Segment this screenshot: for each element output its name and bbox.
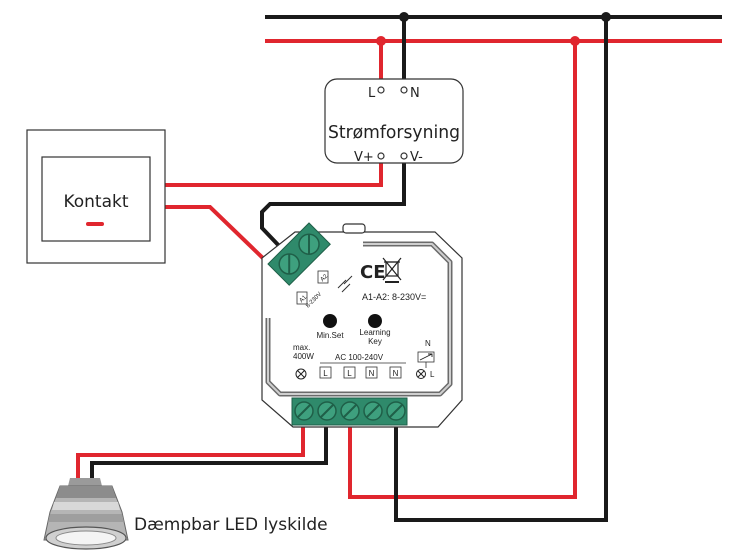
- ac-range-label: AC 100-240V: [335, 353, 384, 362]
- learning-key-label-1: Learning: [359, 328, 390, 337]
- terminal-l2-label: L: [347, 369, 352, 378]
- wire-lamp-neutral: [90, 425, 328, 478]
- lamp-symbol-icon: [295, 368, 307, 380]
- wall-switch: Kontakt: [26, 129, 166, 264]
- terminal-a1-label: A1: [299, 294, 309, 304]
- dimmer-inner-frame-light: [267, 243, 451, 395]
- dimmer-housing: [261, 231, 463, 428]
- wire-neutral-to-dimmer: [394, 17, 608, 522]
- switch-indicator: [86, 222, 104, 226]
- ce-mark: CE: [360, 262, 386, 283]
- output-screw-4: [363, 401, 383, 421]
- psu-terminal-l: [377, 86, 385, 94]
- psu-label-vpos: V+: [354, 150, 374, 165]
- learning-key-button[interactable]: [368, 314, 382, 328]
- psu-title: Strømforsyning: [328, 122, 460, 143]
- min-set-button[interactable]: [323, 314, 337, 328]
- dimmer-top-tab: [342, 223, 366, 234]
- switch-label: Kontakt: [63, 192, 128, 212]
- psu-terminal-vneg: [400, 152, 408, 160]
- lamp-label: Dæmpbar LED lyskilde: [134, 515, 328, 535]
- wire-live-to-dimmer: [348, 41, 577, 499]
- output-screw-1: [294, 401, 314, 421]
- right-n-label: N: [425, 339, 431, 348]
- dimmer-module: A1 A2 8-230V CE A1-A2: 8-230V= Min.Set L…: [261, 222, 463, 428]
- terminal-n1-label: N: [369, 369, 375, 378]
- switch-symbol-icon: [337, 275, 353, 293]
- psu-label-l: L: [368, 86, 376, 101]
- wire-lamp-live: [76, 425, 305, 478]
- lamp-symbol-right-icon: [416, 369, 426, 379]
- wire-psu-vneg: [260, 160, 406, 252]
- output-screw-2: [317, 401, 337, 421]
- learning-key-label-2: Key: [368, 337, 382, 346]
- power-supply-box: [324, 78, 464, 164]
- psu-label-n: N: [410, 86, 420, 101]
- weee-bin-icon: [382, 257, 402, 283]
- output-screw-3: [340, 401, 360, 421]
- max-watt-label: 400W: [293, 352, 314, 361]
- power-supply: L N Strømforsyning V+ V-: [324, 78, 464, 165]
- terminal-l1-label: L: [323, 369, 328, 378]
- psu-terminal-vpos: [377, 152, 385, 160]
- terminal-a2-label: A2: [320, 273, 330, 283]
- output-terminal-block: [291, 397, 408, 426]
- wire-psu-vpos: [165, 160, 383, 187]
- output-screw-5: [386, 401, 406, 421]
- led-lamp: [43, 478, 129, 550]
- min-set-label: Min.Set: [316, 331, 344, 340]
- max-label: max.: [293, 343, 310, 352]
- psu-terminal-n: [400, 86, 408, 94]
- wire-switch-to-a1: [165, 205, 270, 265]
- terminal-n2-label: N: [393, 369, 399, 378]
- lamp-pins: [68, 478, 102, 486]
- right-l-label: L: [430, 370, 435, 379]
- switch-rocker: [41, 156, 151, 242]
- input-terminal-block: [267, 222, 331, 286]
- psu-label-vneg: V-: [410, 150, 423, 165]
- a1-a2-voltage-label: A1-A2: 8-230V=: [362, 292, 426, 302]
